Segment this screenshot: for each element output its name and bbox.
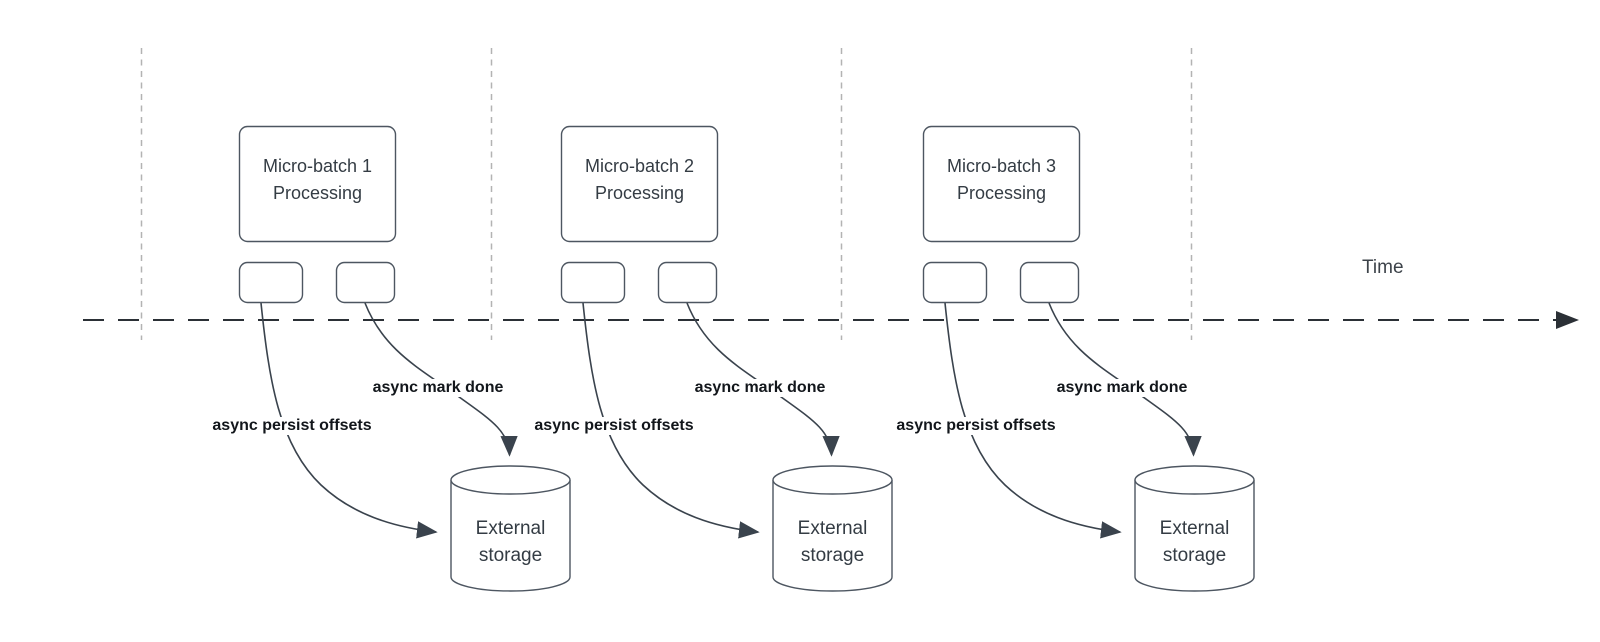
persist-offsets-arrow bbox=[582, 302, 760, 539]
mark-done-arrow bbox=[686, 302, 840, 457]
done-task-rect bbox=[657, 261, 718, 304]
micro-batch-3-shapes bbox=[922, 125, 1255, 592]
persist-offsets-arrow bbox=[944, 302, 1122, 539]
processing-box-shape bbox=[238, 125, 397, 243]
processing-box-shape bbox=[922, 125, 1081, 243]
mark-done-arrow bbox=[364, 302, 518, 457]
micro-batch-2-shapes bbox=[560, 125, 893, 592]
storage-cylinder-body bbox=[1134, 480, 1255, 592]
micro-batch-1-shapes bbox=[238, 125, 571, 592]
time-axis-label: Time bbox=[1362, 257, 1404, 278]
storage-cylinder-top bbox=[450, 465, 571, 495]
mark-done-arrow bbox=[1048, 302, 1202, 457]
done-task-rect bbox=[335, 261, 396, 304]
persist-offsets-arrow bbox=[260, 302, 438, 539]
storage-cylinder-body bbox=[772, 480, 893, 592]
timeline-arrowhead bbox=[1556, 311, 1579, 329]
offset-task-rect bbox=[922, 261, 988, 304]
done-task-rect bbox=[1019, 261, 1080, 304]
processing-box-shape bbox=[560, 125, 719, 243]
storage-cylinder-body bbox=[450, 480, 571, 592]
offset-task-rect bbox=[238, 261, 304, 304]
offset-task-rect bbox=[560, 261, 626, 304]
storage-cylinder-top bbox=[772, 465, 893, 495]
storage-cylinder-top bbox=[1134, 465, 1255, 495]
